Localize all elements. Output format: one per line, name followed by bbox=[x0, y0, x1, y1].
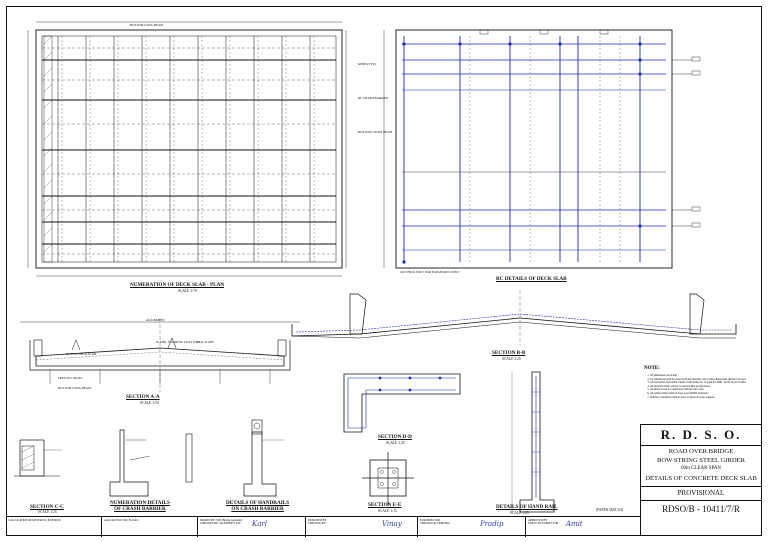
signature: Vinay bbox=[382, 520, 402, 528]
revision-strip: CALCULATION REGISTER NO. B/18/68/29 Auto… bbox=[6, 516, 640, 537]
section-cc-title: SECTION C-C bbox=[30, 504, 64, 510]
bottom-long-beam2-label: BOTTOM LONG BEAM bbox=[58, 386, 92, 390]
note-item: All materials shall conform to relevant … bbox=[650, 385, 766, 389]
section-bb-scale: SCALE 1:25 bbox=[502, 357, 521, 361]
drawn-by: DRAWN BY: SSE (Bridge Assistant) CHECKED… bbox=[198, 517, 306, 537]
signature: Karl bbox=[252, 520, 267, 528]
section-dd-scale: SCALE 1:25 bbox=[386, 441, 405, 445]
designed-by: DESIGNED BY CHECKED BY bbox=[306, 517, 418, 537]
drawing-number: RDSO/B - 10411/7/R bbox=[662, 504, 740, 514]
drawing-sheet bbox=[6, 6, 762, 536]
section-aa-scale: SCALE 1:50 bbox=[140, 401, 159, 405]
note-item: Splicing of members shall be done as dir… bbox=[650, 396, 766, 400]
approved-by: APPROVED BY EXECUTIVE DIRECTOR bbox=[528, 519, 559, 526]
signature: Amit bbox=[566, 520, 583, 528]
section-dd-view bbox=[343, 373, 461, 433]
section-cc-scale: SCALE 1:25 bbox=[38, 510, 57, 514]
in-situ-label: IN-SITU DECK SLAB bbox=[66, 352, 96, 356]
note-item: No dimensions shall be scaled from this … bbox=[650, 378, 766, 382]
hand-rail-title: DETAILS OF HAND RAIL bbox=[496, 504, 558, 510]
handrails-title: DETAILS OF HANDRAILS ON CRASH BARRIER bbox=[226, 500, 290, 512]
kerb-label: KERB (TYP.) bbox=[358, 62, 376, 66]
section-bb-title: SECTION B-B bbox=[492, 350, 526, 356]
note-item: All dimensions are in mm. bbox=[650, 374, 766, 378]
notes-title: NOTE: bbox=[644, 366, 660, 371]
title-block: R. D. S. O. ROAD OVER BRIDGE BOW STRING … bbox=[640, 424, 762, 536]
title-divider bbox=[641, 500, 761, 501]
org-name: R. D. S. O. bbox=[660, 427, 742, 442]
notes-list: All dimensions are in mm. No dimensions … bbox=[642, 374, 766, 399]
title-line-1: ROAD OVER BRIDGE bbox=[668, 448, 734, 455]
calc-register: CALCULATION REGISTER NO. B/18/68/29 bbox=[6, 517, 102, 537]
handrail-crash-view bbox=[243, 419, 284, 497]
section-ee-title: SECTION E-E bbox=[368, 502, 402, 508]
rc-details-view bbox=[383, 29, 701, 269]
note-item: All shall be read in conjunction with re… bbox=[650, 388, 766, 392]
expansion-joint-label: 100 THICK POLY FOR EXPANSION JOINT bbox=[400, 270, 460, 274]
section-cc-view bbox=[14, 439, 62, 477]
section-ee-view bbox=[362, 452, 414, 506]
note-item: All steel plates and reinforcement of th… bbox=[650, 381, 766, 385]
plan-title: NUMERATION OF DECK SLAB - PLAN bbox=[130, 282, 225, 288]
section-aa-view bbox=[20, 318, 300, 392]
crash-barrier-title: NUMERATION DETAILS OF CRASH BARRIER bbox=[110, 500, 170, 512]
title-line-3: 60m CLEAR SPAN bbox=[680, 466, 722, 471]
precast-label: PRECAST PANEL bbox=[58, 376, 83, 380]
signature: Pradip bbox=[480, 520, 504, 528]
title-divider bbox=[641, 445, 761, 446]
slope-label: 2.5 % SLOPE bbox=[196, 340, 214, 344]
hand-rail-view bbox=[511, 371, 555, 513]
title-line-2: BOW STRING STEEL GIRDER bbox=[656, 457, 746, 464]
autocad-file: AutoCAD FILE NO.: B-10411 bbox=[102, 517, 198, 537]
bottom-long-beam-label: BOTTOM LONG BEAM bbox=[130, 23, 164, 27]
note-item: All reinforcement shall be done as per R… bbox=[650, 392, 766, 396]
section-bb-view bbox=[291, 290, 737, 346]
crash-barrier-view bbox=[109, 429, 193, 497]
plan-scale: SCALE 1:70 bbox=[178, 289, 197, 293]
section-dd-title: SECTION D-D bbox=[378, 434, 412, 440]
section-ee-scale: SCALE 1:15 bbox=[378, 509, 397, 513]
deck-plan-view bbox=[27, 21, 347, 277]
paper-size-label: (PAPER SIZE:A3) bbox=[596, 508, 624, 512]
rc-details-title: RC DETAILS OF DECK SLAB bbox=[496, 276, 567, 282]
wearing-coat-label: 65 THK. WEARING COAT (TYP.) bbox=[156, 340, 202, 344]
crash-barrier-label: RC CRASH BARRIER bbox=[358, 96, 389, 100]
notes-panel: NOTE: All dimensions are in mm. No dimen… bbox=[640, 366, 762, 422]
title-line-4: DETAILS OF CONCRETE DECK SLAB bbox=[645, 475, 757, 482]
hand-rail-scale: SCALE 1:25 bbox=[510, 511, 529, 515]
title-divider bbox=[641, 486, 761, 487]
alignment-label: ALIGNMENT bbox=[146, 318, 165, 322]
section-aa-title: SECTION A-A bbox=[126, 394, 160, 400]
checked-verified: FOR DIRECTOR CHECKED & VERIFIED bbox=[418, 517, 526, 537]
status-label: PROVISIONAL bbox=[677, 489, 725, 497]
bottom-cross-beam-label: BOTTOM CROSS BEAM bbox=[358, 130, 393, 134]
